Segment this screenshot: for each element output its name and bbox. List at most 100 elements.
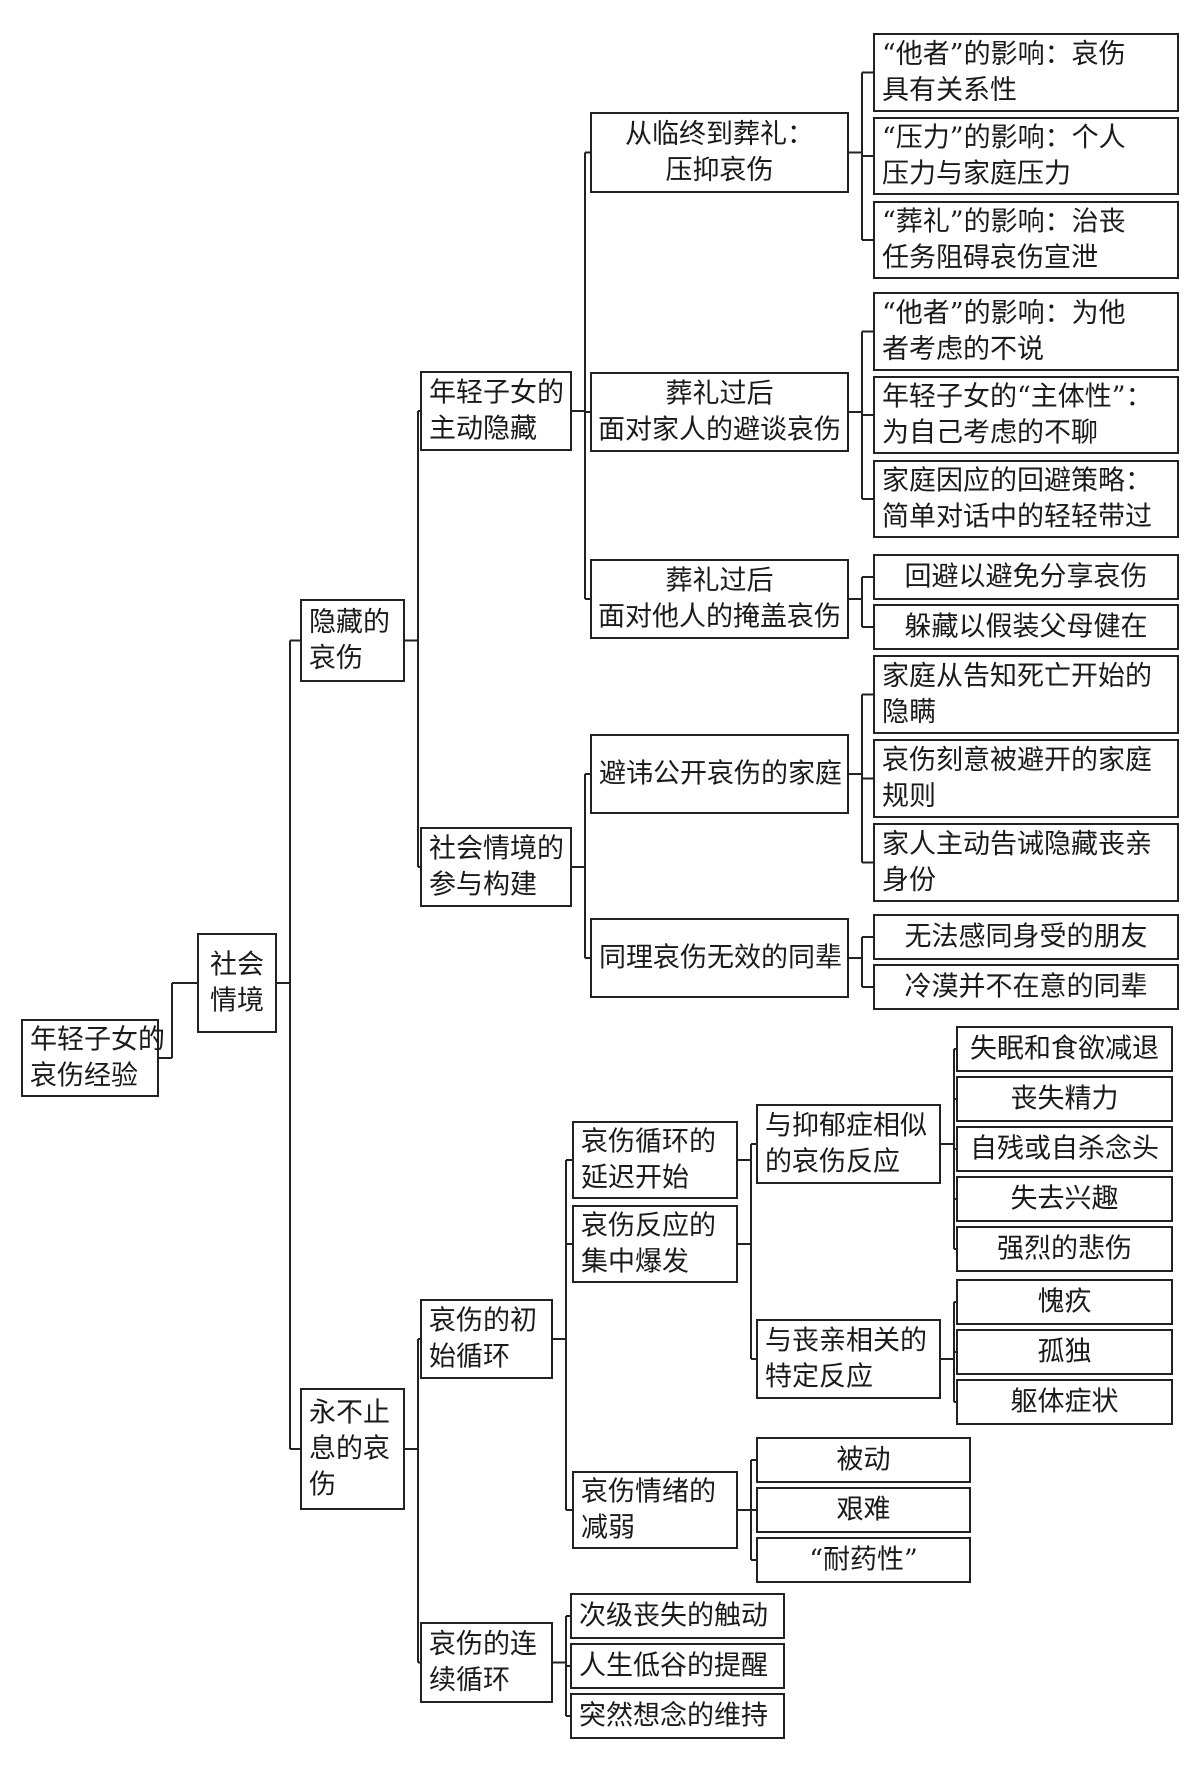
node-s3: 躯体症状 xyxy=(956,1379,1173,1425)
node-label: 人生低谷的提醒 xyxy=(579,1651,768,1682)
connector-lines xyxy=(158,71,957,1717)
node-d3: 自残或自杀念头 xyxy=(956,1126,1173,1172)
node-box xyxy=(572,1471,738,1549)
node-k2: 人生低谷的提醒 xyxy=(570,1643,785,1689)
node-box xyxy=(590,112,849,193)
node-p2: 冷漠并不在意的同辈 xyxy=(873,964,1179,1010)
node-c2: 躲藏以假装父母健在 xyxy=(873,604,1179,650)
node-box xyxy=(756,1487,971,1533)
node-label: “他者”的影响：为他 xyxy=(882,298,1126,329)
node-label: 失眠和食欲减退 xyxy=(970,1034,1159,1065)
node-box xyxy=(873,914,1179,960)
node-label: 息的哀 xyxy=(309,1434,390,1465)
node-box xyxy=(420,1299,553,1379)
node-k3: 突然想念的维持 xyxy=(570,1693,785,1739)
node-box xyxy=(756,1104,941,1184)
node-d2: 丧失精力 xyxy=(956,1076,1173,1122)
node-label: “压力”的影响：个人 xyxy=(882,123,1126,154)
node-box xyxy=(756,1319,941,1399)
node-label: 愧疚 xyxy=(1038,1287,1092,1318)
node-label: 始循环 xyxy=(429,1342,510,1373)
node-w3: “耐药性” xyxy=(756,1537,971,1583)
node-box xyxy=(420,371,572,451)
node-label: 续循环 xyxy=(429,1665,510,1696)
node-box xyxy=(956,1176,1173,1222)
node-box xyxy=(956,1379,1173,1425)
node-label: 躯体症状 xyxy=(1011,1387,1119,1418)
node-box xyxy=(873,460,1179,538)
node-box xyxy=(590,372,849,452)
node-label: 葬礼过后 xyxy=(666,566,774,597)
node-box xyxy=(570,1643,785,1689)
node-label: 家庭因应的回避策略： xyxy=(882,466,1152,497)
node-box xyxy=(956,1126,1173,1172)
node-peers: 同理哀伤无效的同辈 xyxy=(590,918,849,998)
node-label: 的哀伤反应 xyxy=(765,1147,900,1178)
node-label: 特定反应 xyxy=(765,1362,873,1393)
node-box xyxy=(956,1076,1173,1122)
node-label: 压力与家庭压力 xyxy=(882,159,1071,190)
node-label: 者考虑的不说 xyxy=(882,334,1044,365)
node-label: 年轻子女的 xyxy=(30,1025,165,1056)
node-label: “葬礼”的影响：治丧 xyxy=(882,207,1126,238)
node-label: 哀伤反应的 xyxy=(581,1211,716,1242)
node-c1: 回避以避免分享哀伤 xyxy=(873,554,1179,600)
node-label: 延迟开始 xyxy=(581,1163,689,1194)
node-label: 冷漠并不在意的同辈 xyxy=(905,972,1148,1003)
node-box xyxy=(590,559,849,639)
node-box xyxy=(570,1593,785,1639)
node-box xyxy=(873,739,1179,818)
node-box xyxy=(300,599,405,682)
node-label: 社会情境的 xyxy=(429,834,564,865)
node-box xyxy=(300,1388,405,1510)
node-label: “耐药性” xyxy=(809,1545,918,1576)
node-label: 哀伤刻意被避开的家庭 xyxy=(882,745,1152,776)
node-k1: 次级丧失的触动 xyxy=(570,1593,785,1639)
node-label: 哀伤的连 xyxy=(429,1629,537,1660)
node-box xyxy=(873,33,1179,112)
node-box xyxy=(590,734,849,814)
node-label: 面对他人的掩盖哀伤 xyxy=(598,602,841,633)
node-box xyxy=(590,918,849,998)
node-label: “他者”的影响：哀伤 xyxy=(882,39,1126,70)
node-label: 情境 xyxy=(210,986,264,1017)
node-label: 主动隐藏 xyxy=(429,414,537,445)
node-w1: 被动 xyxy=(756,1437,971,1483)
node-box xyxy=(420,827,572,907)
node-box xyxy=(572,1205,738,1283)
node-label: 哀伤情绪的 xyxy=(581,1477,716,1508)
node-label: 哀伤的初 xyxy=(429,1306,537,1337)
node-box xyxy=(956,1226,1173,1272)
node-label: 规则 xyxy=(882,781,936,812)
node-label: 失去兴趣 xyxy=(1011,1184,1119,1215)
node-box xyxy=(873,376,1179,454)
node-p1: 无法感同身受的朋友 xyxy=(873,914,1179,960)
node-label: 葬礼过后 xyxy=(666,379,774,410)
node-label: 与抑郁症相似 xyxy=(765,1111,927,1142)
node-label: 自残或自杀念头 xyxy=(970,1134,1159,1165)
node-box xyxy=(873,292,1179,371)
node-label: 避讳公开哀伤的家庭 xyxy=(599,759,842,790)
node-s1: 愧疚 xyxy=(956,1279,1173,1325)
node-label: 无法感同身受的朋友 xyxy=(905,922,1148,953)
node-label: 强烈的悲伤 xyxy=(997,1234,1132,1265)
node-box xyxy=(873,604,1179,650)
node-funeral: 从临终到葬礼：压抑哀伤 xyxy=(590,112,849,193)
node-d1: 失眠和食欲减退 xyxy=(956,1026,1173,1072)
node-a3: 家庭因应的回避策略：简单对话中的轻轻带过 xyxy=(873,460,1179,538)
